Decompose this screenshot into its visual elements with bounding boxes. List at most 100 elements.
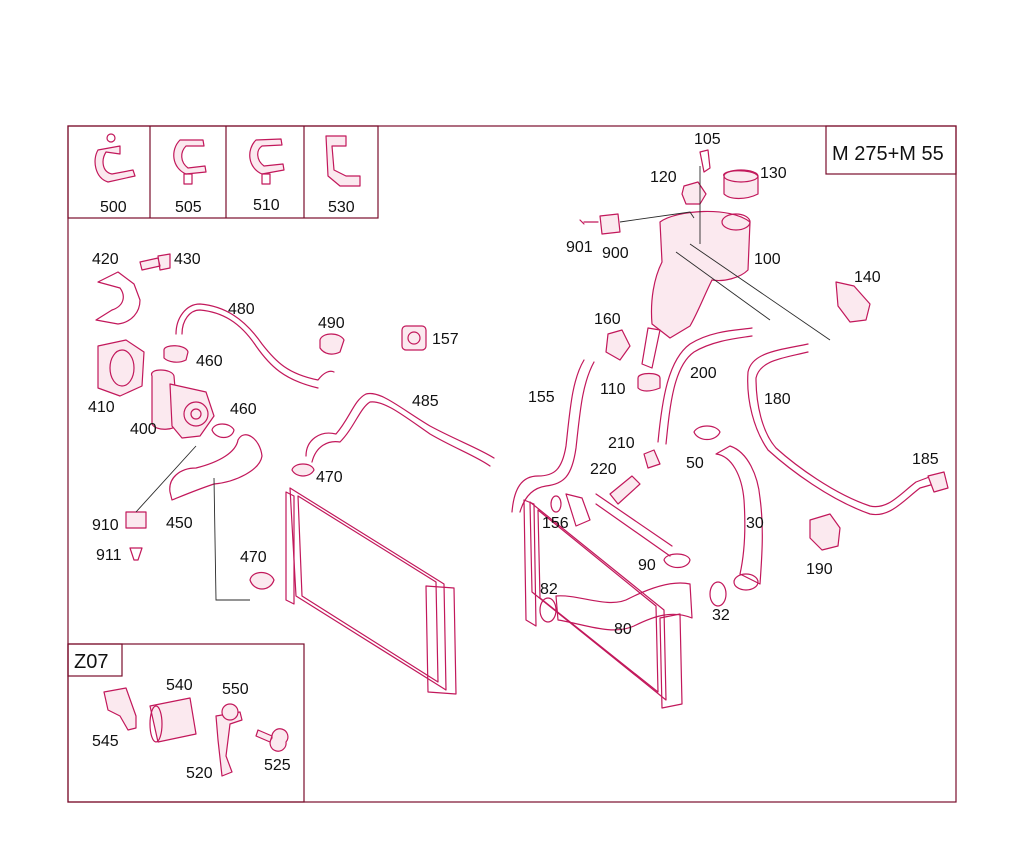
- part-157-icon: [401, 325, 427, 351]
- bracket-410-icon: [97, 339, 145, 397]
- cap-130-icon: [723, 169, 759, 200]
- inset-z07-box: Z07: [67, 643, 305, 803]
- label-220: 220: [590, 461, 617, 478]
- nut-550-icon: [221, 703, 239, 721]
- bolt-525-icon: [255, 728, 289, 752]
- fitting-220-icon: [609, 475, 641, 505]
- clip-label-500: 500: [100, 199, 127, 216]
- label-480: 480: [228, 301, 255, 318]
- label-525: 525: [264, 757, 291, 774]
- label-485: 485: [412, 393, 439, 410]
- coolant-pump-icon: [151, 369, 215, 439]
- hose-180-icon: [747, 343, 935, 516]
- hose-480-icon: [175, 303, 335, 381]
- label-120: 120: [650, 169, 677, 186]
- connector-910-icon: [125, 511, 147, 529]
- hose-200-icon: [657, 327, 753, 443]
- label-130: 130: [760, 165, 787, 182]
- label-460-upper: 460: [196, 353, 223, 370]
- nut-120-icon: [681, 181, 707, 205]
- clamp-90-icon: [663, 553, 691, 569]
- label-410: 410: [88, 399, 115, 416]
- sensor-900-icon: [599, 213, 621, 235]
- label-470-lower: 470: [240, 549, 267, 566]
- clip-105-icon: [699, 149, 711, 173]
- label-185: 185: [912, 451, 939, 468]
- label-210: 210: [608, 435, 635, 452]
- bolt-430-icon: [139, 253, 171, 271]
- title-box: M 275+M 55: [825, 125, 957, 175]
- inset-title: Z07: [74, 651, 108, 673]
- label-156: 156: [542, 515, 569, 532]
- seal-82-icon: [539, 597, 557, 623]
- clamp-460-lower-icon: [211, 423, 235, 439]
- label-540: 540: [166, 677, 193, 694]
- seal-156-icon: [550, 495, 562, 513]
- radiator-right-icon: [523, 499, 683, 709]
- seal-32-icon: [709, 581, 727, 607]
- hose-450-icon: [169, 434, 263, 501]
- label-420: 420: [92, 251, 119, 268]
- bracket-420-icon: [95, 271, 141, 325]
- bracket-545-icon: [103, 687, 137, 731]
- clamp-470-upper-icon: [291, 463, 315, 477]
- label-460-lower: 460: [230, 401, 257, 418]
- label-155: 155: [528, 389, 555, 406]
- clamp-490-icon: [319, 333, 345, 355]
- label-100: 100: [754, 251, 781, 268]
- clip-variants-box: 500 505 510 530: [67, 125, 379, 219]
- label-140: 140: [854, 269, 881, 286]
- hose-80-icon: [555, 582, 693, 631]
- label-105: 105: [694, 131, 721, 148]
- pin-911-icon: [129, 547, 143, 561]
- label-80: 80: [614, 621, 632, 638]
- clip-label-505: 505: [175, 199, 202, 216]
- clamp-470-lower-icon: [249, 571, 275, 590]
- diagram-title: M 275+M 55: [832, 143, 944, 165]
- label-30: 30: [746, 515, 764, 532]
- hose-clip-505-icon: [173, 139, 207, 185]
- label-910: 910: [92, 517, 119, 534]
- label-470-upper: 470: [316, 469, 343, 486]
- valve-210-icon: [643, 449, 661, 469]
- bracket-520-icon: [215, 711, 243, 777]
- clamp-140-icon: [835, 281, 871, 323]
- label-82: 82: [540, 581, 558, 598]
- bracket-190-icon: [809, 513, 841, 551]
- hose-clip-500-icon: [94, 133, 136, 183]
- sleeve-540-icon: [149, 697, 197, 743]
- label-430: 430: [174, 251, 201, 268]
- clamp-50-icon: [693, 425, 721, 441]
- label-200: 200: [690, 365, 717, 382]
- diagram-frame: [67, 125, 957, 803]
- expansion-tank-icon: [641, 210, 751, 369]
- label-450: 450: [166, 515, 193, 532]
- label-50: 50: [686, 455, 704, 472]
- clamp-460-upper-icon: [163, 345, 189, 363]
- label-157: 157: [432, 331, 459, 348]
- hose-30-icon: [715, 445, 763, 585]
- clip-185-icon: [927, 471, 949, 493]
- clip-label-530: 530: [328, 199, 355, 216]
- label-160: 160: [594, 311, 621, 328]
- pin-901-icon: [579, 219, 599, 225]
- hose-clip-510-icon: [249, 138, 285, 185]
- label-180: 180: [764, 391, 791, 408]
- part-160-icon: [605, 329, 631, 361]
- clip-label-510: 510: [253, 197, 280, 214]
- label-520: 520: [186, 765, 213, 782]
- label-190: 190: [806, 561, 833, 578]
- plug-110-icon: [637, 372, 661, 392]
- label-900: 900: [602, 245, 629, 262]
- hose-485-icon: [305, 392, 495, 459]
- label-490: 490: [318, 315, 345, 332]
- label-32: 32: [712, 607, 730, 624]
- label-550: 550: [222, 681, 249, 698]
- label-110: 110: [600, 381, 626, 398]
- label-901: 901: [566, 239, 593, 256]
- hose-clip-530-icon: [325, 135, 361, 187]
- label-545: 545: [92, 733, 119, 750]
- hose-155-icon: [511, 359, 585, 513]
- radiator-left-icon: [285, 487, 457, 695]
